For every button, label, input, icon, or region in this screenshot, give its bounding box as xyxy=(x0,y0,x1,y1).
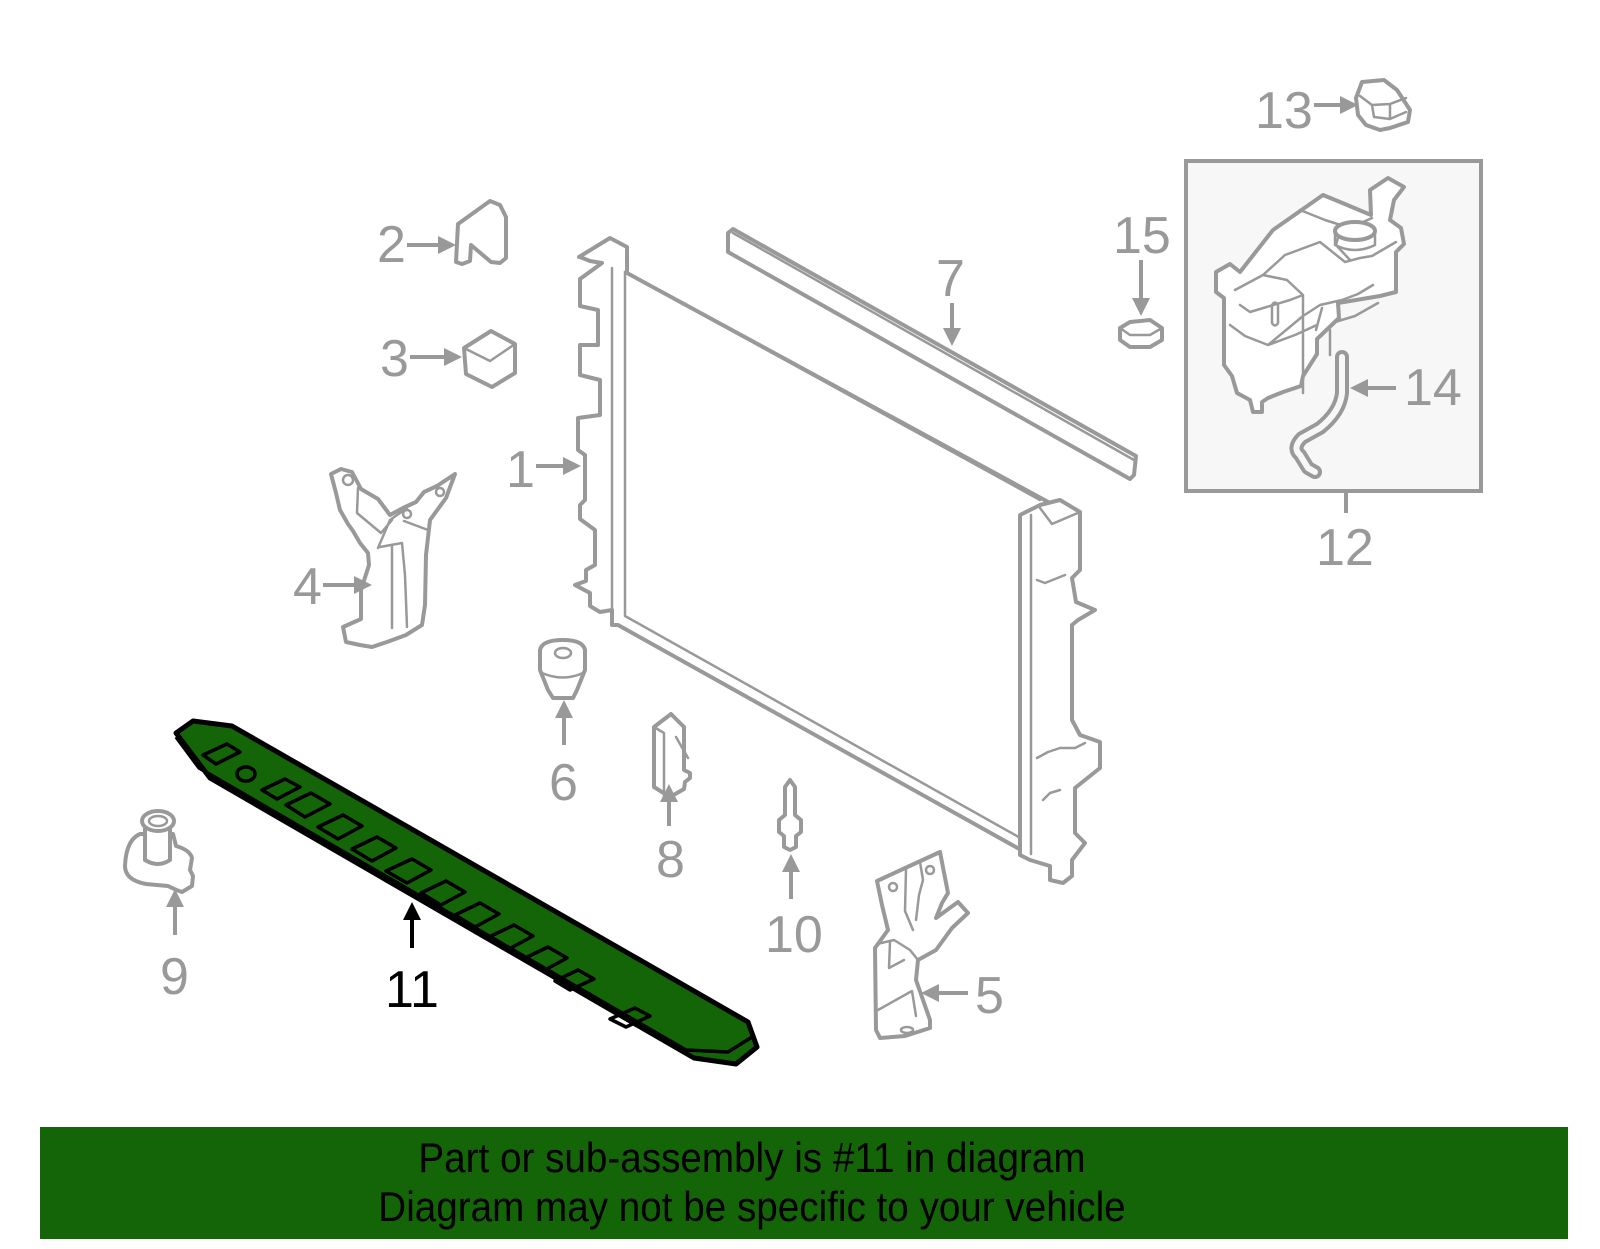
part-7-seal[interactable] xyxy=(726,227,1138,481)
callout-6[interactable]: 6 xyxy=(549,700,578,812)
callout-5[interactable]: 5 xyxy=(921,967,1004,1025)
callout-7[interactable]: 7 xyxy=(936,250,965,346)
part-9-push-pin[interactable] xyxy=(123,809,195,894)
part-14-reservoir-hose[interactable] xyxy=(1289,350,1349,479)
part-8-clip[interactable] xyxy=(652,712,692,799)
part-13-reservoir-cap[interactable] xyxy=(1354,78,1412,132)
callout-11-label: 11 xyxy=(385,961,439,1019)
callout-2[interactable]: 2 xyxy=(377,216,456,274)
callout-9[interactable]: 9 xyxy=(160,889,189,1006)
callout-15-label: 15 xyxy=(1113,207,1171,265)
callout-4-label: 4 xyxy=(293,558,322,616)
callout-3[interactable]: 3 xyxy=(380,330,462,388)
callout-9-label: 9 xyxy=(160,948,189,1006)
callout-8-label: 8 xyxy=(656,831,685,889)
callout-13-label: 13 xyxy=(1255,82,1313,140)
callout-3-label: 3 xyxy=(380,330,409,388)
callout-1-label: 1 xyxy=(506,441,535,499)
part-12-reservoir-assembly[interactable] xyxy=(1184,159,1483,493)
callout-10[interactable]: 10 xyxy=(765,854,823,964)
callout-13[interactable]: 13 xyxy=(1255,82,1358,140)
part-4-left-bracket[interactable] xyxy=(329,467,457,649)
part-15-nut[interactable] xyxy=(1118,318,1164,349)
callout-15[interactable]: 15 xyxy=(1113,207,1171,316)
part-2-bracket[interactable] xyxy=(454,199,508,266)
callout-8[interactable]: 8 xyxy=(656,784,685,889)
callout-12-label: 12 xyxy=(1316,519,1374,577)
deflector-slots xyxy=(201,742,652,1029)
callout-6-label: 6 xyxy=(549,754,578,812)
callout-11[interactable]: 11 xyxy=(385,902,439,1019)
callout-5-label: 5 xyxy=(975,967,1004,1025)
banner-part-notice: Part or sub-assembly is #11 in diagram xyxy=(418,1134,1086,1181)
part-3-insulator[interactable] xyxy=(462,329,517,389)
part-10-drain-plug[interactable] xyxy=(777,778,803,852)
callout-10-label: 10 xyxy=(765,906,823,964)
callout-4[interactable]: 4 xyxy=(293,558,372,616)
info-banner: Part or sub-assembly is #11 in diagram D… xyxy=(40,1127,1568,1239)
part-1-radiator[interactable] xyxy=(573,236,1102,885)
part-5-right-bracket[interactable] xyxy=(873,850,970,1040)
callout-1[interactable]: 1 xyxy=(506,441,581,499)
callout-7-label: 7 xyxy=(936,250,965,308)
callout-2-label: 2 xyxy=(377,216,406,274)
callout-14-label: 14 xyxy=(1404,359,1462,417)
part-11-lower-air-deflector[interactable] xyxy=(173,718,760,1067)
banner-disclaimer: Diagram may not be specific to your vehi… xyxy=(378,1183,1126,1230)
callout-14[interactable]: 14 xyxy=(1350,359,1462,417)
callout-12[interactable]: 12 xyxy=(1316,493,1374,577)
part-6-insulator[interactable] xyxy=(538,638,587,700)
